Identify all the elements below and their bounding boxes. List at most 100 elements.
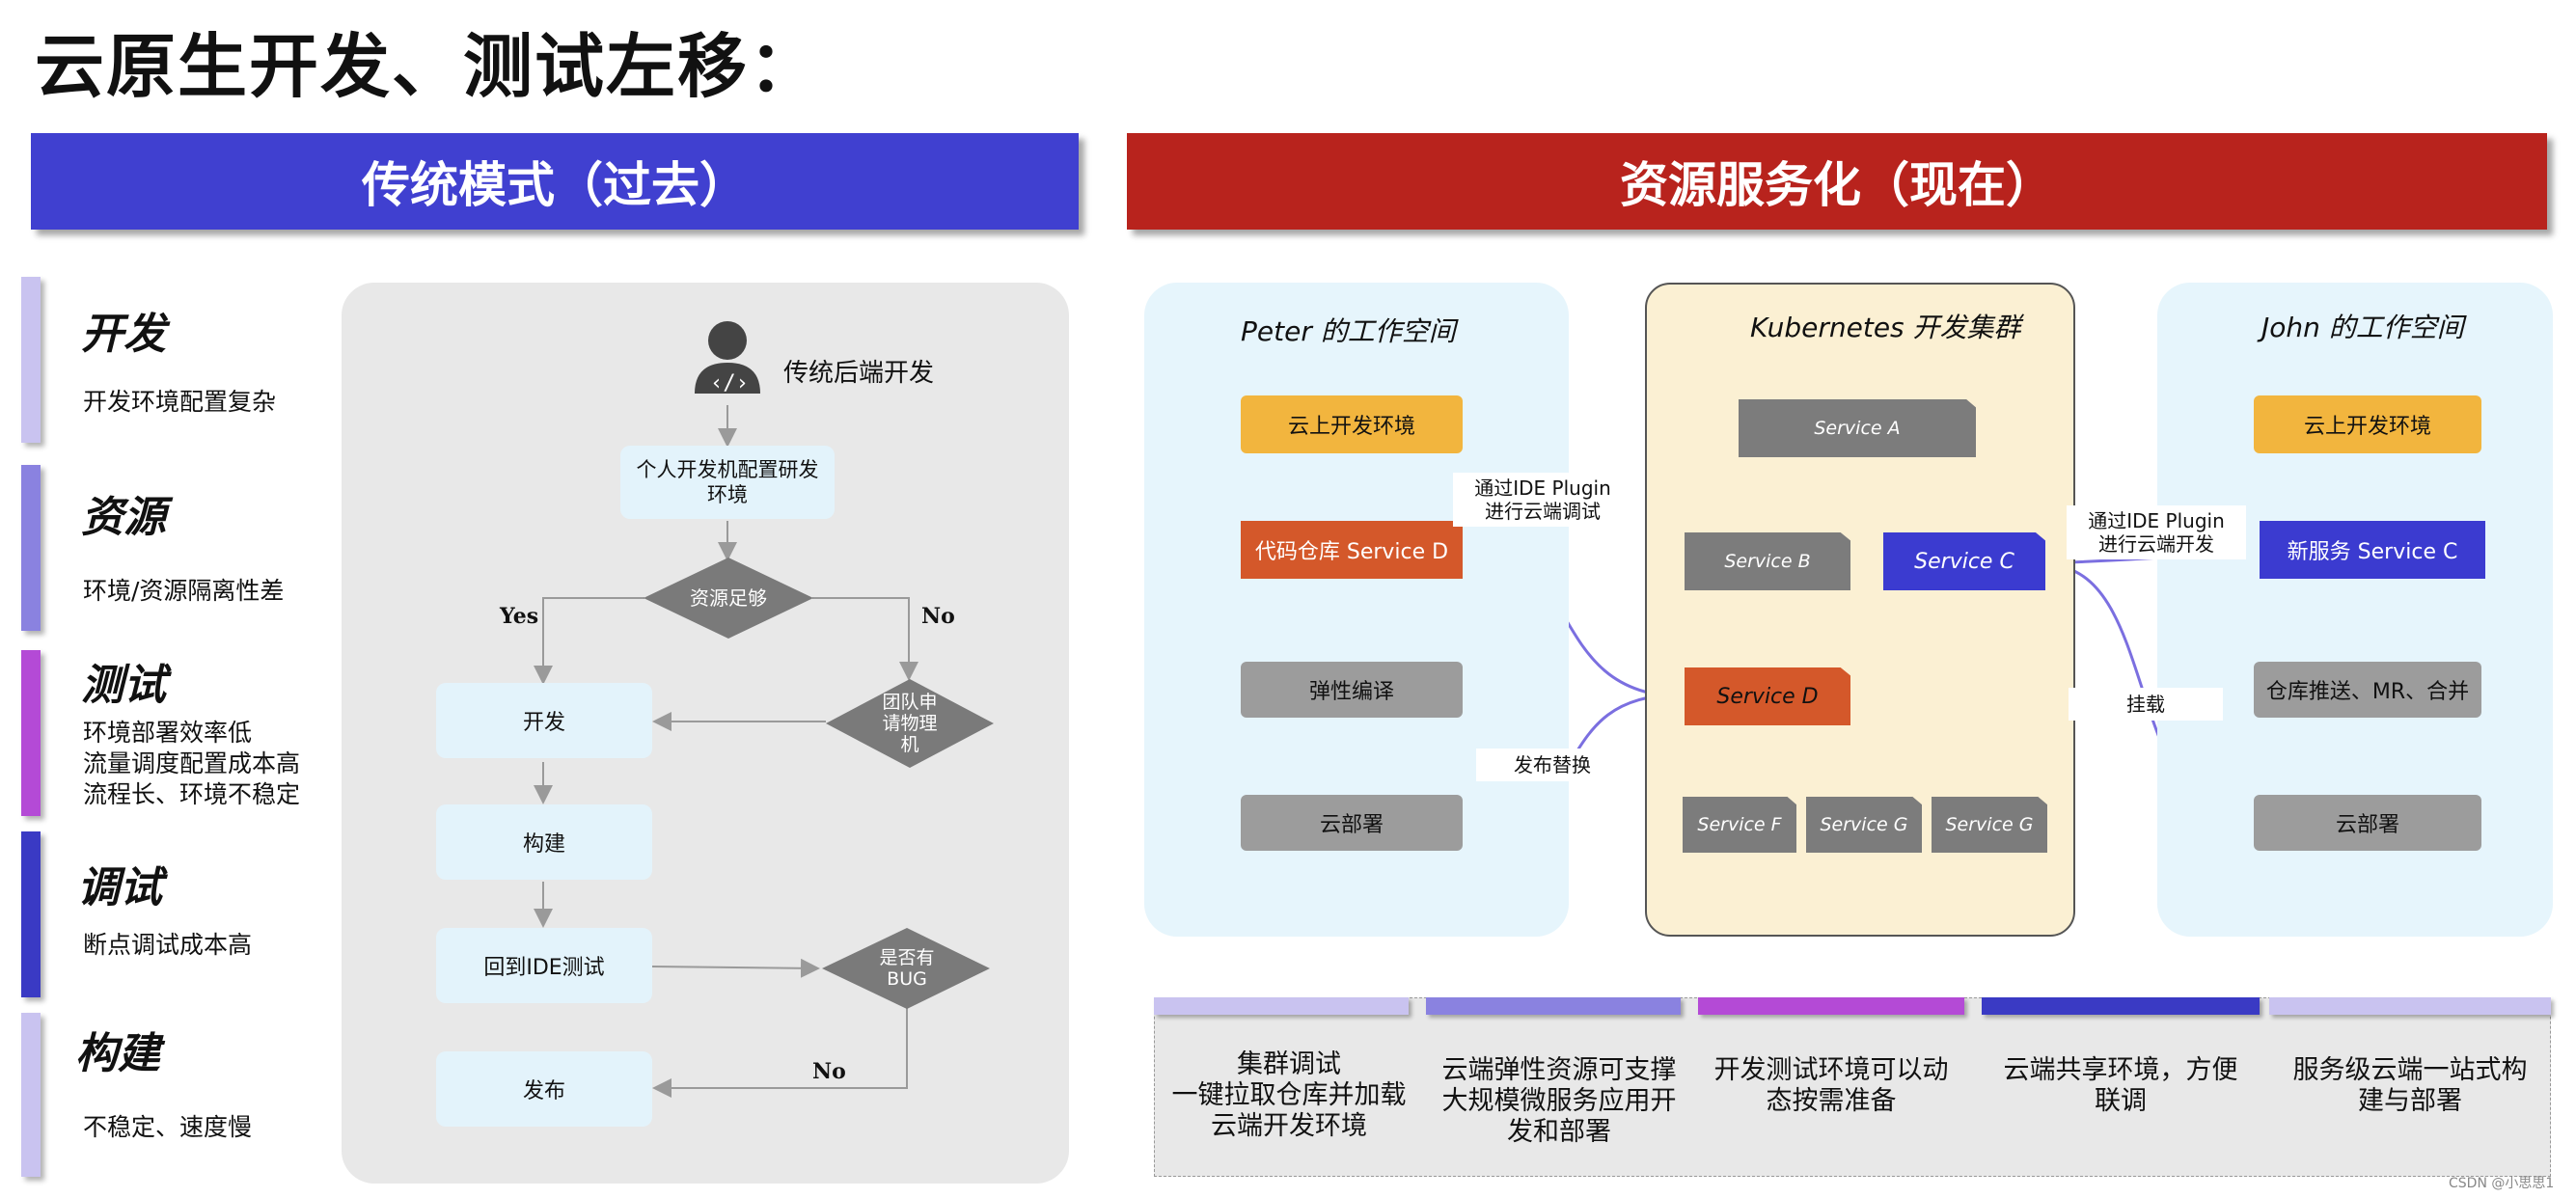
peter-cloud-env[interactable]: 云上开发环境 [1241, 395, 1463, 453]
service-c-label: Service C [1914, 549, 2014, 574]
peter-compile-label: 弹性编译 [1308, 680, 1394, 704]
benefit-cell-4: 云端共享环境，方便 联调 [1982, 1042, 2260, 1117]
service-c[interactable]: Service C [1883, 532, 2045, 590]
john-deploy-label: 云部署 [2335, 813, 2399, 837]
benefit-bar-4 [1982, 997, 2260, 1015]
john-ide-note-line-1: 通过IDE Plugin [2088, 509, 2225, 532]
ide-test-box: 回到IDE测试 [436, 928, 652, 1003]
benefit-4-line-1: 云端共享环境，方便 [2003, 1055, 2238, 1085]
developer-icon: ‹/› [695, 321, 760, 395]
benefit-2-line-1: 云端弹性资源可支撑 [1441, 1055, 1677, 1085]
benefit-5-line-2: 建与部署 [2358, 1086, 2462, 1116]
setup-label: 个人开发机配置研发环境 [636, 458, 819, 506]
service-a[interactable]: Service A [1739, 399, 1976, 457]
category-desc-resource: 环境/资源隔离性差 [83, 577, 285, 605]
category-title-resource: 资源 [81, 493, 166, 542]
john-cloud-env[interactable]: 云上开发环境 [2254, 395, 2481, 453]
diamond-resource-check [644, 558, 813, 639]
setup-box: 个人开发机配置研发环境 [620, 446, 835, 519]
watermark: CSDN @小思思1 [2449, 1176, 2555, 1191]
bug-check-label: 是否有BUG [879, 947, 935, 990]
page-title: 云原生开发、测试左移： [35, 26, 821, 107]
john-new-service[interactable]: 新服务 Service C [2260, 521, 2485, 579]
benefit-3-line-2: 态按需准备 [1766, 1086, 1897, 1116]
service-g-1[interactable]: Service G [1806, 797, 1922, 853]
john-deploy[interactable]: 云部署 [2254, 795, 2481, 851]
actor-label: 传统后端开发 [783, 359, 935, 388]
benefit-5-line-1: 服务级云端一站式构 [2292, 1055, 2528, 1085]
category-desc-debug: 断点调试成本高 [83, 931, 253, 959]
svg-text:‹/›: ‹/› [710, 371, 749, 395]
k8s-cluster-title: Kubernetes 开发集群 [1750, 312, 2021, 343]
benefit-cell-3: 开发测试环境可以动 态按需准备 [1698, 1042, 1964, 1117]
john-cloud-env-label: 云上开发环境 [2303, 415, 2431, 439]
banner-present: 资源服务化（现在） [1127, 133, 2547, 230]
benefit-2-line-3: 发和部署 [1507, 1117, 1611, 1147]
john-new-service-label: 新服务 Service C [2287, 540, 2458, 564]
category-title-build: 构建 [75, 1029, 160, 1078]
apply-machine-label: 团队申请物理机 [882, 692, 938, 755]
category-title-dev: 开发 [81, 310, 166, 359]
peter-deploy-label: 云部署 [1319, 813, 1384, 837]
category-desc-test-3: 流程长、环境不稳定 [83, 780, 301, 808]
category-bar-dev [21, 277, 41, 443]
benefit-1-line-1: 集群调试 [1237, 1049, 1341, 1079]
peter-ide-note-line-1: 通过IDE Plugin [1474, 476, 1611, 500]
yes-label: Yes [500, 604, 539, 629]
peter-ide-note-line-2: 进行云端调试 [1485, 500, 1601, 523]
service-g-2[interactable]: Service G [1932, 797, 2047, 853]
service-f-label: Service F [1697, 814, 1782, 835]
john-workspace-title: John 的工作空间 [2261, 312, 2464, 343]
service-b[interactable]: Service B [1685, 532, 1850, 590]
service-g-1-label: Service G [1820, 814, 1908, 835]
build-box: 构建 [436, 804, 652, 880]
john-mount-note: 挂载 [2069, 688, 2223, 721]
peter-repo-label: 代码仓库 Service D [1254, 540, 1449, 564]
service-f[interactable]: Service F [1683, 797, 1796, 853]
diamond-apply-machine [826, 679, 994, 768]
resource-check-label: 资源足够 [690, 586, 767, 610]
benefit-3-line-1: 开发测试环境可以动 [1713, 1055, 1949, 1085]
john-push-label: 仓库推送、MR、合并 [2265, 680, 2470, 704]
peter-deploy[interactable]: 云部署 [1241, 795, 1463, 851]
benefit-bar-2 [1426, 997, 1681, 1015]
service-g-2-label: Service G [1945, 814, 2034, 835]
category-bar-debug [21, 831, 41, 997]
john-ide-note: 通过IDE Plugin 进行云端开发 [2067, 505, 2246, 559]
category-bar-resource [21, 465, 41, 631]
benefits-panel [1154, 997, 2551, 1177]
build-label: 构建 [522, 832, 565, 857]
category-desc-test-1: 环境部署效率低 [83, 719, 253, 747]
develop-label: 开发 [522, 711, 565, 735]
peter-ide-note: 通过IDE Plugin 进行云端调试 [1453, 473, 1632, 527]
ide-test-label: 回到IDE测试 [483, 956, 605, 980]
service-a-label: Service A [1814, 418, 1901, 439]
no-label: No [921, 604, 955, 629]
john-push[interactable]: 仓库推送、MR、合并 [2254, 662, 2481, 718]
benefit-1-line-3: 云端开发环境 [1211, 1111, 1367, 1141]
category-bar-test [21, 650, 41, 816]
category-desc-build: 不稳定、速度慢 [83, 1113, 253, 1141]
diamond-bug-check [822, 928, 990, 1009]
benefit-cell-1: 集群调试 一键拉取仓库并加载 云端开发环境 [1154, 1032, 1424, 1142]
peter-cloud-env-label: 云上开发环境 [1287, 415, 1415, 439]
category-title-test: 测试 [81, 661, 166, 710]
service-d[interactable]: Service D [1685, 667, 1850, 725]
benefit-2-line-2: 大规模微服务应用开 [1441, 1086, 1677, 1116]
category-title-debug: 调试 [77, 863, 162, 912]
peter-compile[interactable]: 弹性编译 [1241, 662, 1463, 718]
benefit-cell-5: 服务级云端一站式构 建与部署 [2269, 1042, 2551, 1117]
john-ide-note-line-2: 进行云端开发 [2098, 532, 2214, 556]
benefit-4-line-2: 联调 [2095, 1086, 2147, 1116]
peter-replace-note: 发布替换 [1476, 749, 1629, 781]
category-bar-build [21, 1013, 41, 1177]
service-d-label: Service D [1716, 684, 1819, 709]
peter-repo[interactable]: 代码仓库 Service D [1241, 521, 1463, 579]
category-desc-test-2: 流量调度配置成本高 [83, 749, 301, 777]
benefit-cell-2: 云端弹性资源可支撑 大规模微服务应用开 发和部署 [1424, 1042, 1694, 1148]
service-b-label: Service B [1724, 551, 1811, 572]
release-label: 发布 [522, 1079, 565, 1103]
peter-workspace-title: Peter 的工作空间 [1241, 315, 1456, 347]
no-label-2: No [812, 1059, 846, 1084]
benefit-bar-3 [1698, 997, 1964, 1015]
